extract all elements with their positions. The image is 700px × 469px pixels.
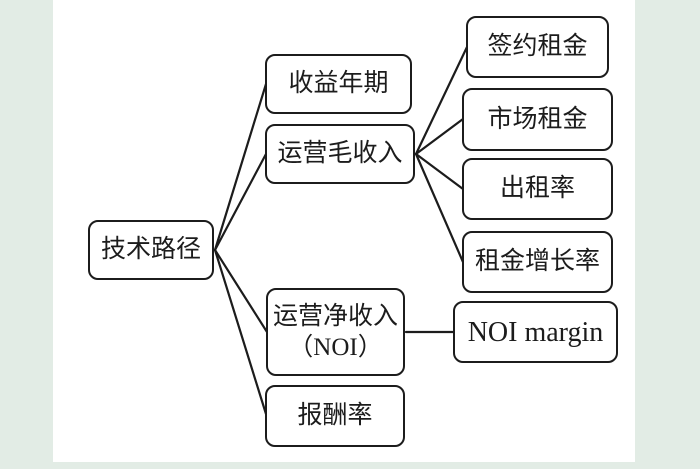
connector-gross-income-to-occupancy-rate <box>414 152 465 191</box>
node-rent-growth-rate: 租金增长率 <box>462 231 613 293</box>
node-contract-rent: 签约租金 <box>466 16 609 78</box>
node-contract-rent-label: 签约租金 <box>487 33 588 61</box>
connector-gross-income-to-contract-rent <box>414 45 469 156</box>
node-market-rent: 市场租金 <box>462 88 613 151</box>
node-net-operating-income: 运营净收入 （NOI） <box>266 288 405 376</box>
node-income-period: 收益年期 <box>265 54 412 114</box>
node-noi-margin-label: NOI margin <box>467 316 604 348</box>
node-gross-operating-income: 运营毛收入 <box>265 124 415 184</box>
connector-gross-income-to-rent-growth-rate <box>414 152 465 264</box>
connector-gross-income-to-market-rent <box>414 117 465 156</box>
node-income-period-label: 收益年期 <box>288 70 389 98</box>
node-return-rate: 报酬率 <box>265 385 405 447</box>
connector-root-to-gross-operating-income <box>213 152 268 252</box>
node-noi-margin: NOI margin <box>453 301 618 363</box>
node-occupancy-rate-label: 出租率 <box>499 175 575 203</box>
node-occupancy-rate: 出租率 <box>462 158 613 220</box>
connector-root-to-return-rate <box>213 248 268 416</box>
node-technical-path: 技术路径 <box>88 220 214 280</box>
connector-root-to-income-period <box>213 82 268 252</box>
node-market-rent-label: 市场租金 <box>487 105 588 133</box>
node-net-operating-income-label-line1: 运营净收入 <box>272 302 398 330</box>
node-net-operating-income-label-line2: （NOI） <box>288 334 383 361</box>
connector-root-to-net-operating-income <box>213 248 269 334</box>
node-return-rate-label: 报酬率 <box>297 402 373 430</box>
node-rent-growth-rate-label: 租金增长率 <box>474 248 600 276</box>
node-technical-path-label: 技术路径 <box>100 236 201 264</box>
node-gross-operating-income-label: 运营毛收入 <box>277 140 403 168</box>
